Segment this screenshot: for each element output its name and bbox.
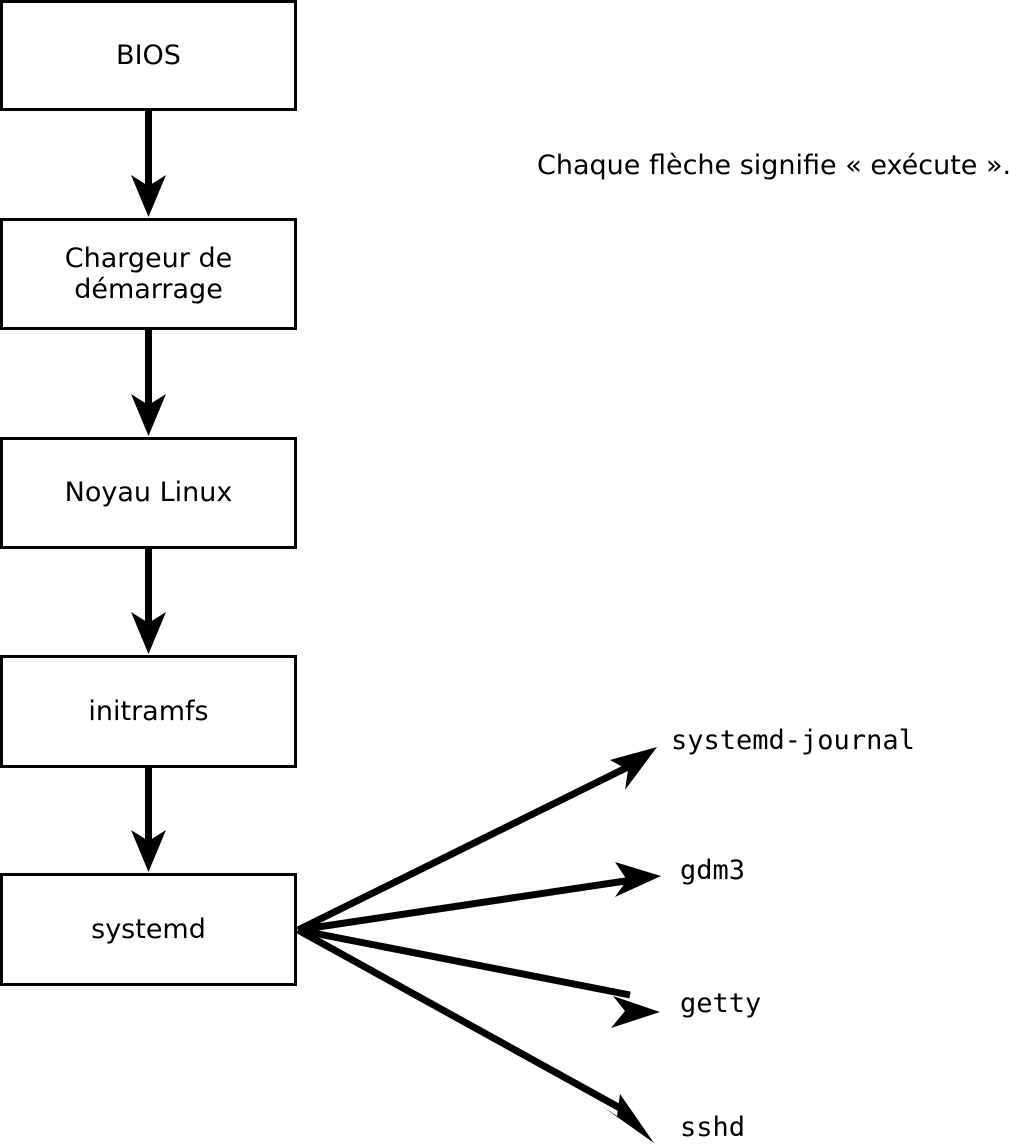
node-bootloader[interactable]: Chargeur de démarrage <box>0 218 297 330</box>
leaf-gdm3[interactable]: gdm3 <box>680 857 745 884</box>
leaf-systemd-journal[interactable]: systemd-journal <box>671 727 915 754</box>
arrow-systemd-to-gdm3 <box>297 862 661 934</box>
node-initramfs-label: initramfs <box>88 695 209 727</box>
leaf-getty[interactable]: getty <box>680 990 761 1017</box>
node-bootloader-label: Chargeur de démarrage <box>64 242 233 305</box>
node-initramfs[interactable]: initramfs <box>0 655 297 768</box>
node-systemd[interactable]: systemd <box>0 873 297 986</box>
node-bios[interactable]: BIOS <box>0 0 297 111</box>
arrow-systemd-to-systemd-journal <box>296 747 657 934</box>
leaf-gdm3-label: gdm3 <box>680 855 746 886</box>
node-systemd-label: systemd <box>91 913 206 945</box>
arrow-initramfs-to-systemd <box>131 768 166 872</box>
node-bios-label: BIOS <box>116 39 181 71</box>
diagram-caption-text: Chaque flèche signifie « exécute ». <box>537 150 1012 181</box>
node-kernel-label: Noyau Linux <box>64 477 233 509</box>
arrow-bootloader-to-kernel <box>131 330 166 436</box>
arrow-systemd-to-getty <box>297 926 660 1028</box>
node-kernel[interactable]: Noyau Linux <box>0 437 297 549</box>
arrow-bios-to-bootloader <box>131 111 166 217</box>
diagram-caption: Chaque flèche signifie « exécute ». <box>537 152 1011 179</box>
arrow-systemd-to-sshd <box>296 926 654 1143</box>
leaf-sshd[interactable]: sshd <box>680 1114 745 1141</box>
leaf-sshd-label: sshd <box>680 1112 746 1143</box>
arrow-kernel-to-initramfs <box>131 549 166 654</box>
leaf-getty-label: getty <box>680 988 762 1019</box>
leaf-systemd-journal-label: systemd-journal <box>671 725 915 756</box>
